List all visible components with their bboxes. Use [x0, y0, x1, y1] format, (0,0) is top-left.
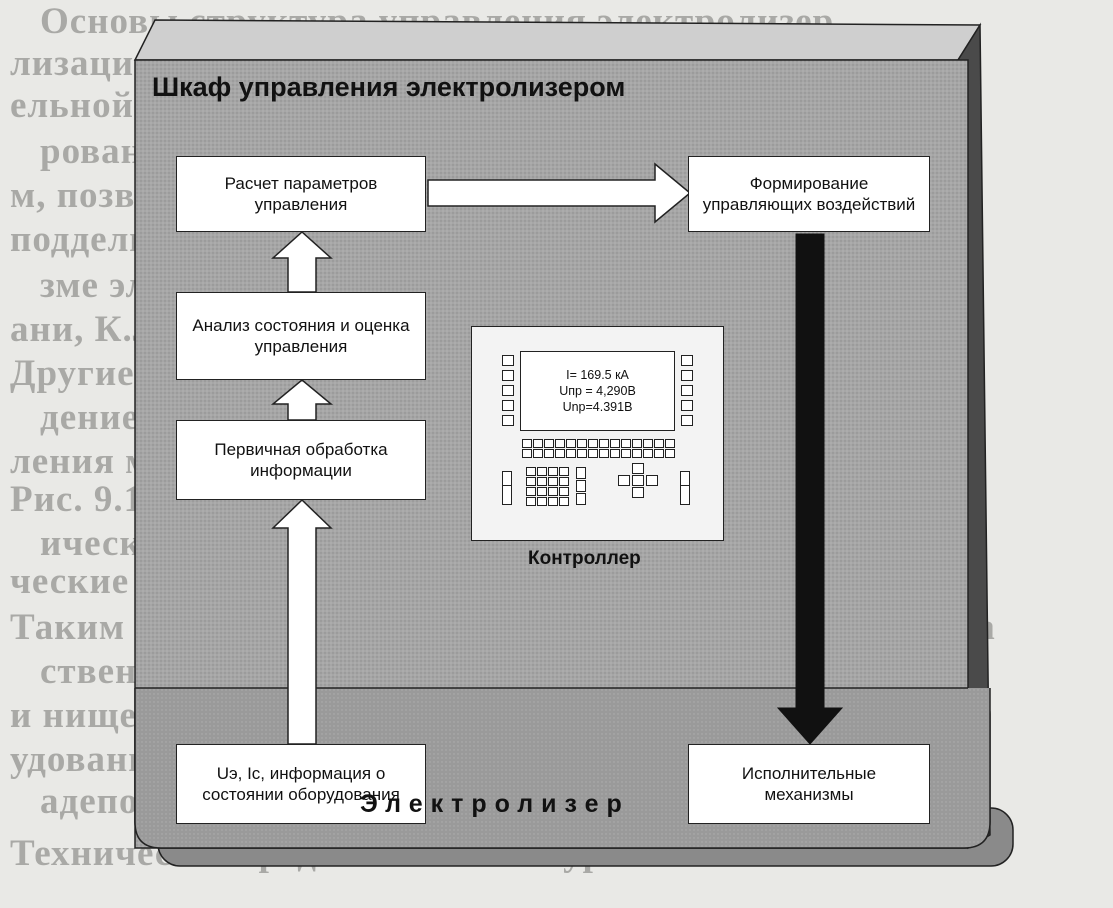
controller-key [576, 493, 586, 505]
screen-line-current: I= 169.5 кА [566, 368, 629, 382]
controller-cursor-down [632, 487, 644, 498]
controller-function-key [555, 439, 565, 448]
controller-cursor-right [646, 475, 658, 486]
arrow-forming-to-actuators [776, 233, 844, 745]
controller-key [576, 467, 586, 479]
controller-softkey-right [681, 385, 693, 396]
controller-function-key [522, 449, 532, 458]
controller-function-key [621, 439, 631, 448]
controller-function-key [577, 449, 587, 458]
arrow-calc-to-forming [427, 162, 692, 224]
controller-function-key [643, 439, 653, 448]
controller-numeric-key [526, 467, 536, 476]
controller-side-key [680, 485, 690, 505]
screen-line-voltage-1: Uпр = 4,290В [559, 384, 636, 398]
controller-softkey-left [502, 355, 514, 366]
controller-numeric-key [559, 477, 569, 486]
cabinet-title: Шкаф управления электролизером [152, 72, 626, 102]
controller-cursor-center [632, 475, 644, 486]
controller-panel: I= 169.5 кА Uпр = 4,290В Unp=4.391B [471, 326, 724, 541]
controller-numeric-key [548, 477, 558, 486]
controller-numeric-key [537, 477, 547, 486]
controller-numeric-key [526, 477, 536, 486]
box-analysis: Анализ состояния и оценка управления [176, 292, 426, 380]
controller-function-key [632, 439, 642, 448]
controller-numeric-key [526, 487, 536, 496]
arrow-info-to-primary [271, 498, 333, 745]
arrow-analysis-to-calc [271, 230, 333, 293]
controller-function-key [632, 449, 642, 458]
controller-side-key [502, 485, 512, 505]
controller-function-key [621, 449, 631, 458]
controller-function-key [654, 449, 664, 458]
controller-numeric-key [548, 497, 558, 506]
controller-function-key [566, 449, 576, 458]
controller-numeric-key [559, 487, 569, 496]
controller-function-key [533, 449, 543, 458]
controller-function-key [610, 439, 620, 448]
controller-softkey-left [502, 415, 514, 426]
controller-function-key [654, 439, 664, 448]
controller-function-key [577, 439, 587, 448]
controller-function-key [533, 439, 543, 448]
controller-label: Контроллер [528, 548, 641, 569]
controller-numeric-key [537, 467, 547, 476]
controller-function-key [588, 439, 598, 448]
controller-function-key [665, 449, 675, 458]
controller-cursor-up [632, 463, 644, 474]
controller-function-key [610, 449, 620, 458]
controller-softkey-right [681, 370, 693, 381]
controller-numeric-key [548, 487, 558, 496]
controller-function-key [588, 449, 598, 458]
controller-numeric-key [548, 467, 558, 476]
controller-function-key [665, 439, 675, 448]
arrow-primary-to-analysis [270, 379, 334, 421]
controller-function-key [643, 449, 653, 458]
controller-function-key [555, 449, 565, 458]
controller-function-key [522, 439, 532, 448]
controller-function-key [544, 449, 554, 458]
controller-function-key [599, 449, 609, 458]
controller-screen: I= 169.5 кА Uпр = 4,290В Unp=4.391B [520, 351, 675, 431]
controller-function-key [566, 439, 576, 448]
controller-softkey-left [502, 370, 514, 381]
controller-numeric-key [537, 497, 547, 506]
controller-key [576, 480, 586, 492]
box-primary-processing: Первичная обработка информации [176, 420, 426, 500]
box-actuators: Исполнительные механизмы [688, 744, 930, 824]
controller-softkey-right [681, 355, 693, 366]
controller-cursor-left [618, 475, 630, 486]
box-equipment-info: Uэ, Iс, информация о состоянии оборудова… [176, 744, 426, 824]
controller-numeric-key [537, 487, 547, 496]
box-calc-params: Расчет параметров управления [176, 156, 426, 232]
controller-numeric-key [559, 467, 569, 476]
controller-softkey-right [681, 400, 693, 411]
controller-softkey-left [502, 385, 514, 396]
box-forming-actions: Формирование управляющих воздействий [688, 156, 930, 232]
screen-line-voltage-2: Unp=4.391B [562, 400, 633, 414]
controller-numeric-key [559, 497, 569, 506]
electrolyzer-label: Электролизер [360, 790, 630, 818]
controller-numeric-key [526, 497, 536, 506]
controller-softkey-right [681, 415, 693, 426]
controller-softkey-left [502, 400, 514, 411]
controller-function-key [544, 439, 554, 448]
controller-function-key [599, 439, 609, 448]
